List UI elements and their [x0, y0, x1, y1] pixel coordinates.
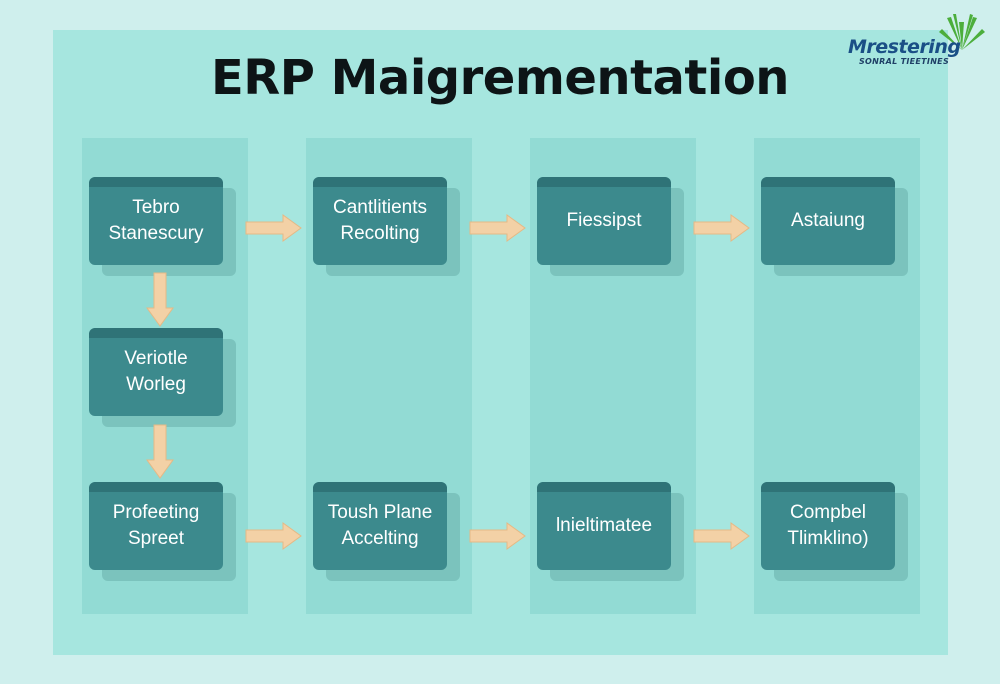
right-arrow-icon [693, 522, 750, 550]
brand-logo: Mrestering SONRAL TIEETINES [845, 12, 995, 72]
page-title: ERP Maigrementation [211, 50, 789, 106]
step-box: lnieltimatee [537, 482, 671, 570]
down-arrow-icon [146, 272, 174, 327]
step-box: Cantlitients Recolting [313, 177, 447, 265]
step-label: Veriotle Worleg [124, 348, 188, 395]
step-box: Veriotle Worleg [89, 328, 223, 416]
step-box: Compbel Tlimklino) [761, 482, 895, 570]
right-arrow-icon [469, 522, 526, 550]
step-box: Toush Plane Accelting [313, 482, 447, 570]
right-arrow-icon [693, 214, 750, 242]
step-label: Fiessipst [566, 210, 642, 231]
step-box: Tebro Stanescury [89, 177, 223, 265]
logo-name: Mrestering [848, 36, 961, 58]
down-arrow-icon [146, 424, 174, 479]
leaf-icon [939, 14, 985, 50]
step-box: Profeeting Spreet [89, 482, 223, 570]
right-arrow-icon [469, 214, 526, 242]
step-label: lnieltimatee [555, 515, 653, 536]
step-box: Astaiung [761, 177, 895, 265]
logo-tagline: SONRAL TIEETINES [859, 57, 950, 66]
step-label: Profeeting Spreet [112, 502, 200, 549]
step-box: Fiessipst [537, 177, 671, 265]
step-label: Compbel Tlimklino) [787, 502, 869, 549]
step-label: Toush Plane Accelting [327, 502, 433, 549]
step-label: Cantlitients Recolting [333, 197, 427, 244]
right-arrow-icon [245, 214, 302, 242]
right-arrow-icon [245, 522, 302, 550]
step-label: Astaiung [791, 210, 865, 231]
step-label: Tebro Stanescury [108, 197, 204, 244]
